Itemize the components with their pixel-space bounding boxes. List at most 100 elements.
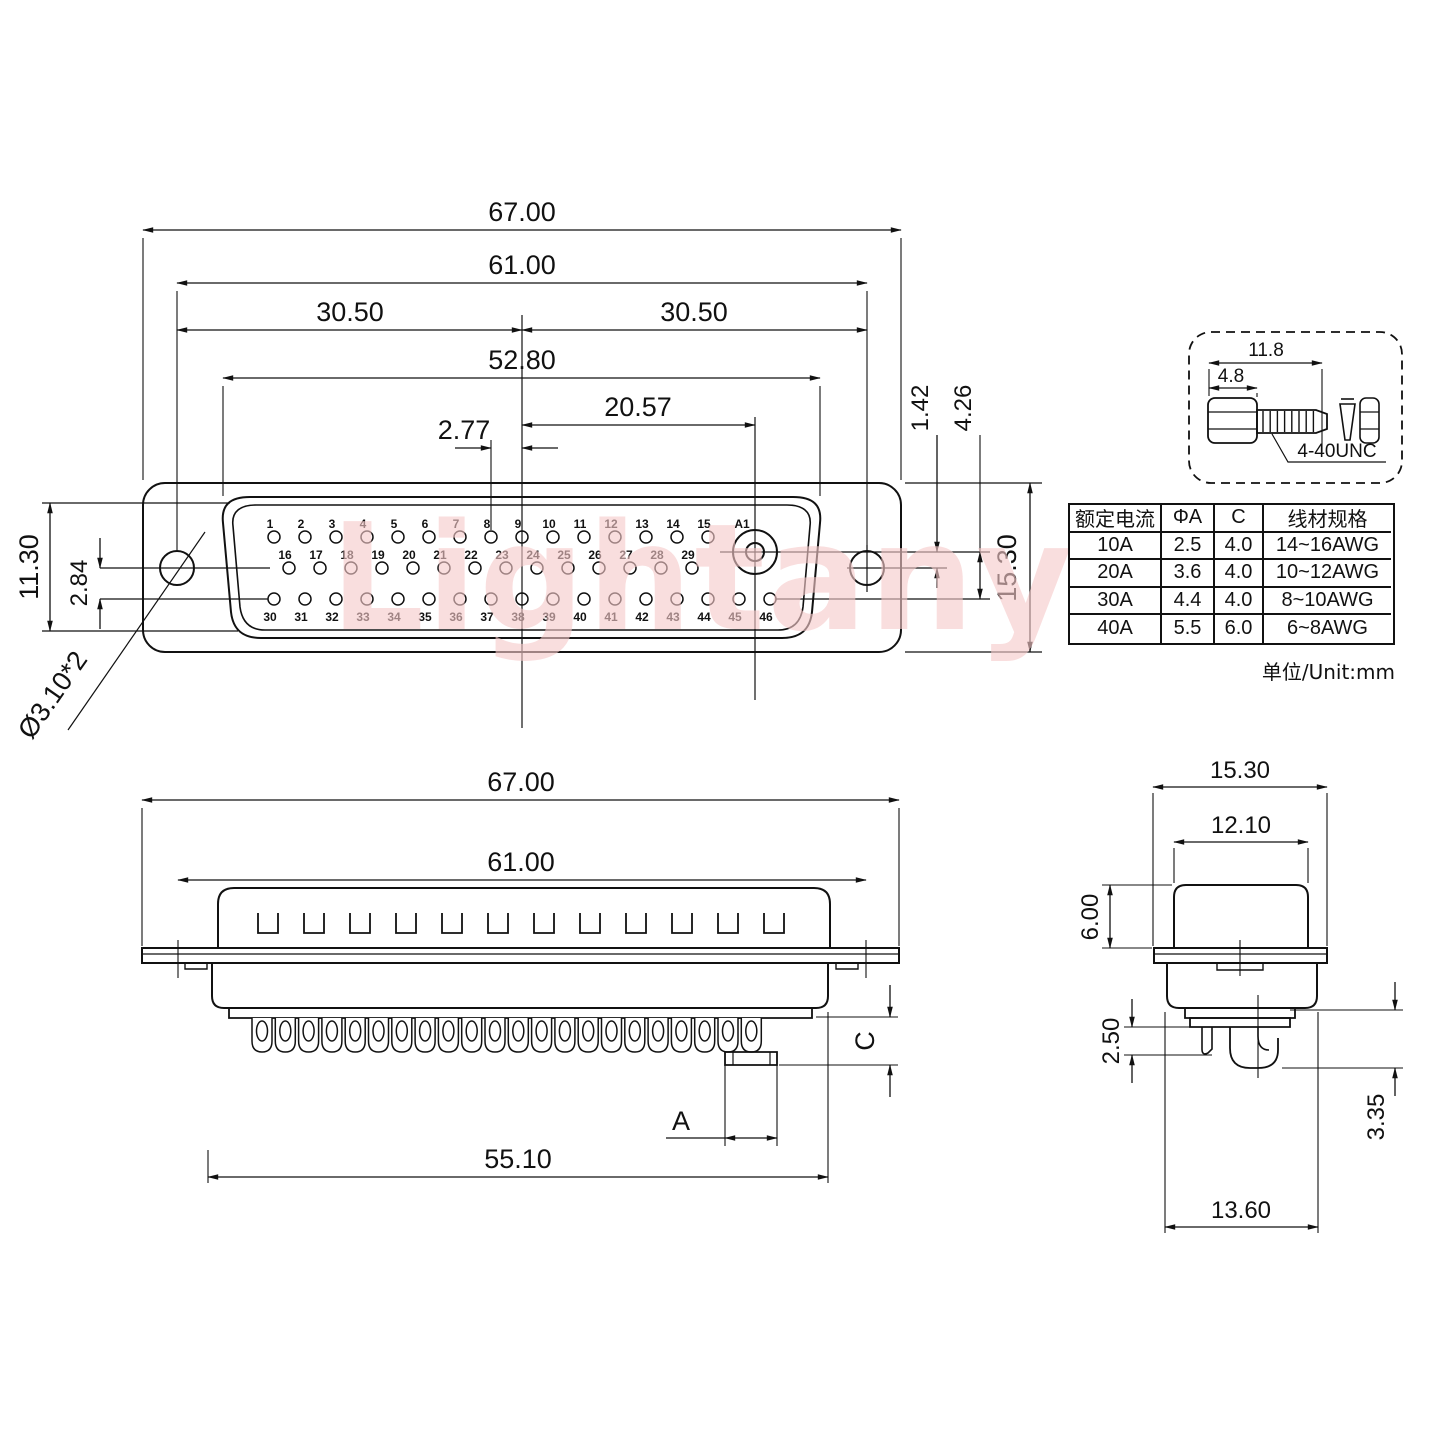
solder-cup-hole bbox=[280, 1021, 291, 1041]
pin-label: 29 bbox=[681, 548, 695, 562]
solder-cup bbox=[322, 1018, 342, 1052]
pin-label: 21 bbox=[433, 548, 447, 562]
side-flange bbox=[142, 948, 899, 963]
pin-label: 25 bbox=[557, 548, 571, 562]
dim-front-5280: 52.80 bbox=[488, 345, 556, 375]
pin-label: 37 bbox=[480, 610, 494, 624]
profile-cap bbox=[1174, 885, 1308, 948]
pin bbox=[299, 593, 311, 605]
spec-cell: 4.0 bbox=[1215, 532, 1264, 560]
pin bbox=[299, 531, 311, 543]
cap-notch bbox=[442, 913, 462, 933]
pin bbox=[671, 531, 683, 543]
pin-label: 36 bbox=[449, 610, 463, 624]
solder-cup-hole bbox=[699, 1021, 710, 1041]
cap-notch bbox=[350, 913, 370, 933]
pin-label: 5 bbox=[391, 517, 398, 531]
pin bbox=[547, 593, 559, 605]
spec-cell: 8~10AWG bbox=[1264, 588, 1391, 615]
screw-head bbox=[1208, 398, 1257, 443]
profile-pin bbox=[1202, 1027, 1212, 1054]
solder-cup-hole bbox=[443, 1021, 454, 1041]
side-power-pin bbox=[725, 1052, 777, 1065]
pin bbox=[547, 531, 559, 543]
cap-notch bbox=[396, 913, 416, 933]
dim-front-3050-left: 30.50 bbox=[316, 297, 384, 327]
screw-leader-line bbox=[1272, 434, 1386, 462]
pin bbox=[609, 531, 621, 543]
pin-label: 15 bbox=[697, 517, 711, 531]
pin-label: 8 bbox=[484, 517, 491, 531]
screw-thread-label: 4-40UNC bbox=[1297, 441, 1376, 462]
solder-cup-hole bbox=[303, 1021, 314, 1041]
screw-thread-outline bbox=[1257, 410, 1327, 433]
side-view: 67.00 61.00 A C 55.10 bbox=[142, 767, 899, 1183]
pin-label: 30 bbox=[263, 610, 277, 624]
pin bbox=[562, 562, 574, 574]
pin bbox=[283, 562, 295, 574]
solder-cup-hole bbox=[559, 1021, 570, 1041]
pin bbox=[361, 593, 373, 605]
screw-detail: 11.8 4.8 4-40UNC bbox=[1189, 332, 1402, 483]
solder-cup bbox=[508, 1018, 528, 1052]
pin-label: 31 bbox=[294, 610, 308, 624]
solder-cup-hole bbox=[653, 1021, 664, 1041]
dim-front-426: 4.26 bbox=[950, 385, 977, 432]
cap-notch bbox=[672, 913, 692, 933]
pin-label: 42 bbox=[635, 610, 649, 624]
pin bbox=[469, 562, 481, 574]
front-insert-outer bbox=[223, 497, 821, 638]
solder-cup bbox=[415, 1018, 435, 1052]
pin-label: 6 bbox=[422, 517, 429, 531]
side-notches bbox=[258, 913, 784, 933]
pin-label: 23 bbox=[495, 548, 509, 562]
cap-notch bbox=[764, 913, 784, 933]
pin bbox=[454, 593, 466, 605]
spec-cell: 5.5 bbox=[1162, 615, 1215, 643]
pin-label: 34 bbox=[387, 610, 401, 624]
pin bbox=[392, 593, 404, 605]
dim-front-67: 67.00 bbox=[488, 197, 556, 227]
screw-thread-lines bbox=[1263, 411, 1313, 432]
profile-dimensions bbox=[1102, 784, 1403, 1233]
pin bbox=[624, 562, 636, 574]
pin bbox=[609, 593, 621, 605]
front-centerlines bbox=[42, 315, 1042, 730]
dim-side-c: C bbox=[850, 1031, 880, 1051]
spec-cell: 10~12AWG bbox=[1264, 560, 1391, 588]
pin bbox=[376, 562, 388, 574]
cap-notch bbox=[626, 913, 646, 933]
dim-front-1130: 11.30 bbox=[14, 534, 44, 600]
pin bbox=[438, 562, 450, 574]
cap-notch bbox=[304, 913, 324, 933]
pin-label: 4 bbox=[360, 517, 367, 531]
pin bbox=[671, 593, 683, 605]
pin bbox=[345, 562, 357, 574]
cap-notch bbox=[534, 913, 554, 933]
dim-side-61: 61.00 bbox=[487, 847, 555, 877]
spec-cell: 30A bbox=[1070, 587, 1162, 615]
dim-profile-1210: 12.10 bbox=[1211, 812, 1271, 839]
dim-front-hole-dia: Ø3.10*2 bbox=[12, 646, 93, 744]
pin-label: 16 bbox=[278, 548, 292, 562]
spec-table-header-c: C bbox=[1215, 505, 1264, 533]
pin-label: 17 bbox=[309, 548, 323, 562]
dim-profile-1360: 13.60 bbox=[1211, 1197, 1271, 1224]
dim-side-67: 67.00 bbox=[487, 767, 555, 797]
pin bbox=[361, 531, 373, 543]
solder-cup-hole bbox=[536, 1021, 547, 1041]
side-cap bbox=[218, 888, 830, 948]
profile-view: 15.30 12.10 6.00 2.50 3.35 13.60 bbox=[1077, 757, 1403, 1233]
solder-cup-hole bbox=[326, 1021, 337, 1041]
spec-table-header-diameter: ΦA bbox=[1162, 505, 1215, 533]
dim-side-a: A bbox=[672, 1106, 690, 1136]
solder-cup bbox=[438, 1018, 458, 1052]
dim-front-61: 61.00 bbox=[488, 250, 556, 280]
pin bbox=[268, 531, 280, 543]
pin-label: 27 bbox=[619, 548, 633, 562]
pin bbox=[655, 562, 667, 574]
solder-cup bbox=[462, 1018, 482, 1052]
solder-cup bbox=[625, 1018, 645, 1052]
